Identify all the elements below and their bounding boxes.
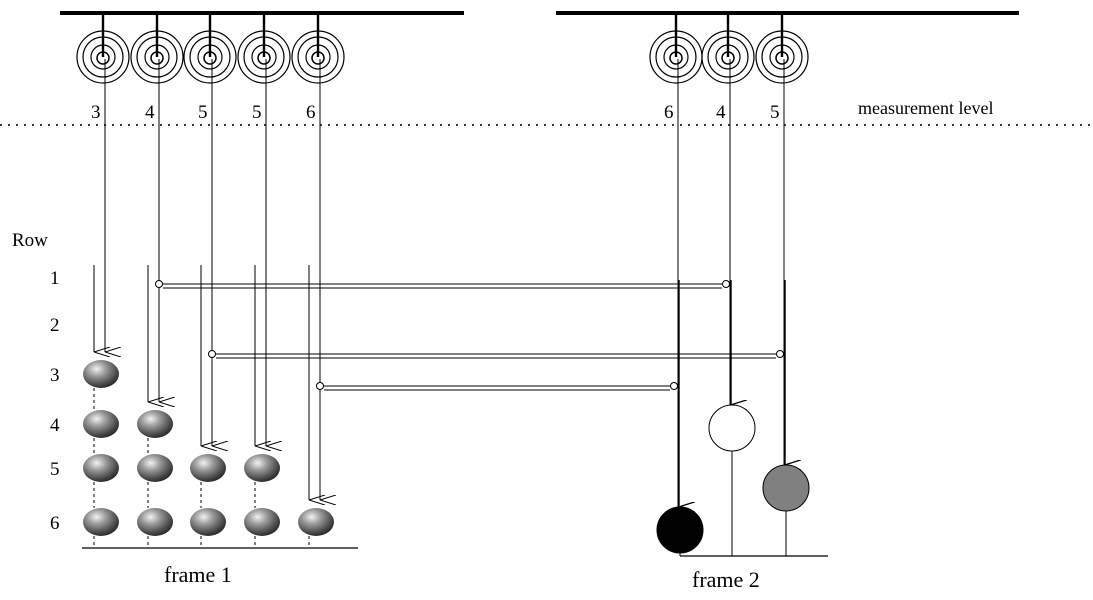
frame1-pulley-label-4: 5 bbox=[252, 102, 262, 123]
frame1-ball-col1-row6 bbox=[83, 508, 119, 536]
frame2-ball-3 bbox=[762, 464, 810, 512]
frame1-ball-col1-row3 bbox=[83, 360, 119, 388]
frame1-ball-col1-row5 bbox=[83, 454, 119, 482]
frame2-caption: frame 2 bbox=[692, 567, 760, 592]
ropes bbox=[93, 59, 785, 507]
frame1-caption: frame 1 bbox=[164, 562, 232, 587]
frame2-pulley-label-3: 5 bbox=[770, 102, 780, 123]
frame1-ball-col3-row6 bbox=[190, 508, 226, 536]
row-axis-labels: 1 2 3 4 5 6 bbox=[50, 268, 60, 534]
row-label-1: 1 bbox=[50, 268, 60, 289]
connectors bbox=[155, 280, 784, 391]
frame1-ball-col4-row5 bbox=[244, 454, 280, 482]
frame1-ball-col2-row6 bbox=[137, 508, 173, 536]
connector-node-end-1 bbox=[722, 280, 730, 288]
frame2-pulley-label-1: 6 bbox=[664, 102, 674, 123]
connector-node-start-2 bbox=[208, 350, 216, 358]
measurement-level-label: measurement level bbox=[858, 98, 993, 118]
pulleys: 3 4 5 5 6 6 4 5 bbox=[76, 13, 809, 123]
frame1-pulley-label-3: 5 bbox=[198, 102, 208, 123]
row-label-6: 6 bbox=[50, 513, 60, 534]
row-label-2: 2 bbox=[50, 315, 60, 336]
connector-node-start-3 bbox=[316, 382, 324, 390]
frame2-pulley-label-2: 4 bbox=[716, 102, 726, 123]
frame1-ball-col4-row6 bbox=[244, 508, 280, 536]
frame1-ball-col5-row6 bbox=[298, 508, 334, 536]
row-label-4: 4 bbox=[50, 415, 60, 436]
frame1-pulley-label-1: 3 bbox=[91, 102, 101, 123]
frame1-ball-col2-row4 bbox=[137, 410, 173, 438]
balls bbox=[83, 360, 810, 556]
row-label-3: 3 bbox=[50, 365, 60, 386]
frame1-ball-col3-row5 bbox=[190, 454, 226, 482]
frame1-ball-col1-row4 bbox=[83, 410, 119, 438]
connector-node-start-1 bbox=[155, 280, 163, 288]
frame2-ball-2 bbox=[708, 404, 756, 452]
frame1-pulley-label-5: 6 bbox=[306, 102, 316, 123]
frame1-pulley-label-2: 4 bbox=[145, 102, 155, 123]
frame2-ball-1 bbox=[656, 506, 704, 554]
row-label-5: 5 bbox=[50, 459, 60, 480]
frame1-ball-col2-row5 bbox=[137, 454, 173, 482]
connector-node-end-2 bbox=[776, 350, 784, 358]
row-axis-title: Row bbox=[12, 230, 48, 251]
connector-node-end-3 bbox=[670, 382, 678, 390]
